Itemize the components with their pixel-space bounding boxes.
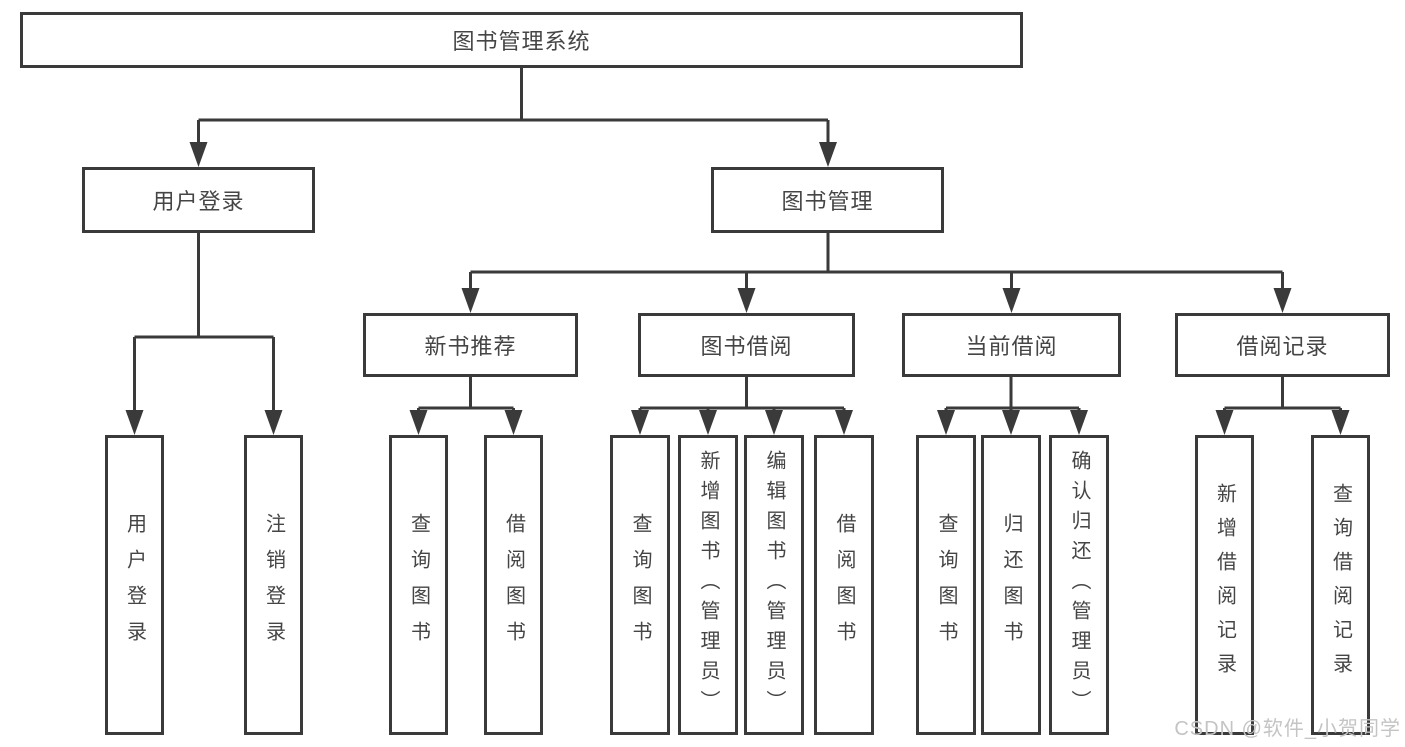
leaf-query-books-current: 查询图书: [916, 435, 976, 735]
leaf-logout: 注销登录: [244, 435, 303, 735]
node-book-borrow: 图书借阅: [638, 313, 855, 377]
leaf-confirm-return-admin: 确认归还（管理员）: [1049, 435, 1109, 735]
leaf-query-books-borrow: 查询图书: [610, 435, 670, 735]
node-label: 新增图书（管理员）: [697, 450, 719, 720]
csdn-watermark: CSDN @软件_小贺同学: [1174, 718, 1401, 740]
leaf-edit-book-admin: 编辑图书（管理员）: [744, 435, 804, 735]
leaf-return-books: 归还图书: [981, 435, 1041, 735]
leaf-borrow-books-recommend: 借阅图书: [484, 435, 543, 735]
leaf-user-login: 用户登录: [105, 435, 164, 735]
node-label: 查询图书: [935, 513, 957, 657]
node-label: 归还图书: [1000, 513, 1022, 657]
leaf-add-borrow-record: 新增借阅记录: [1195, 435, 1254, 735]
node-new-book-recommend: 新书推荐: [363, 313, 578, 377]
node-label: 借阅记录: [1236, 334, 1329, 359]
node-library-management-system: 图书管理系统: [20, 12, 1023, 68]
node-label: 图书管理系统: [452, 29, 591, 54]
node-label: 编辑图书（管理员）: [763, 450, 785, 720]
node-label: 确认归还（管理员）: [1068, 450, 1090, 720]
node-label: 当前借阅: [965, 334, 1058, 359]
node-label: 查询图书: [407, 513, 430, 657]
node-label: 新书推荐: [424, 334, 517, 359]
node-label: 图书借阅: [700, 334, 793, 359]
node-label: 图书管理: [781, 189, 874, 214]
node-label: 用户登录: [152, 189, 245, 214]
leaf-add-book-admin: 新增图书（管理员）: [678, 435, 738, 735]
node-label: 新增借阅记录: [1213, 483, 1236, 687]
node-borrow-record: 借阅记录: [1175, 313, 1390, 377]
leaf-query-books-recommend: 查询图书: [389, 435, 448, 735]
node-label: 借阅图书: [833, 513, 855, 657]
leaf-query-borrow-record: 查询借阅记录: [1311, 435, 1370, 735]
node-label: 用户登录: [123, 513, 146, 657]
node-label: 借阅图书: [502, 513, 525, 657]
node-label: 查询图书: [629, 513, 651, 657]
node-label: 注销登录: [262, 513, 285, 657]
node-user-login: 用户登录: [82, 167, 315, 233]
node-book-management: 图书管理: [711, 167, 944, 233]
node-current-borrow: 当前借阅: [902, 313, 1121, 377]
leaf-borrow-books: 借阅图书: [814, 435, 874, 735]
node-label: 查询借阅记录: [1329, 483, 1352, 687]
